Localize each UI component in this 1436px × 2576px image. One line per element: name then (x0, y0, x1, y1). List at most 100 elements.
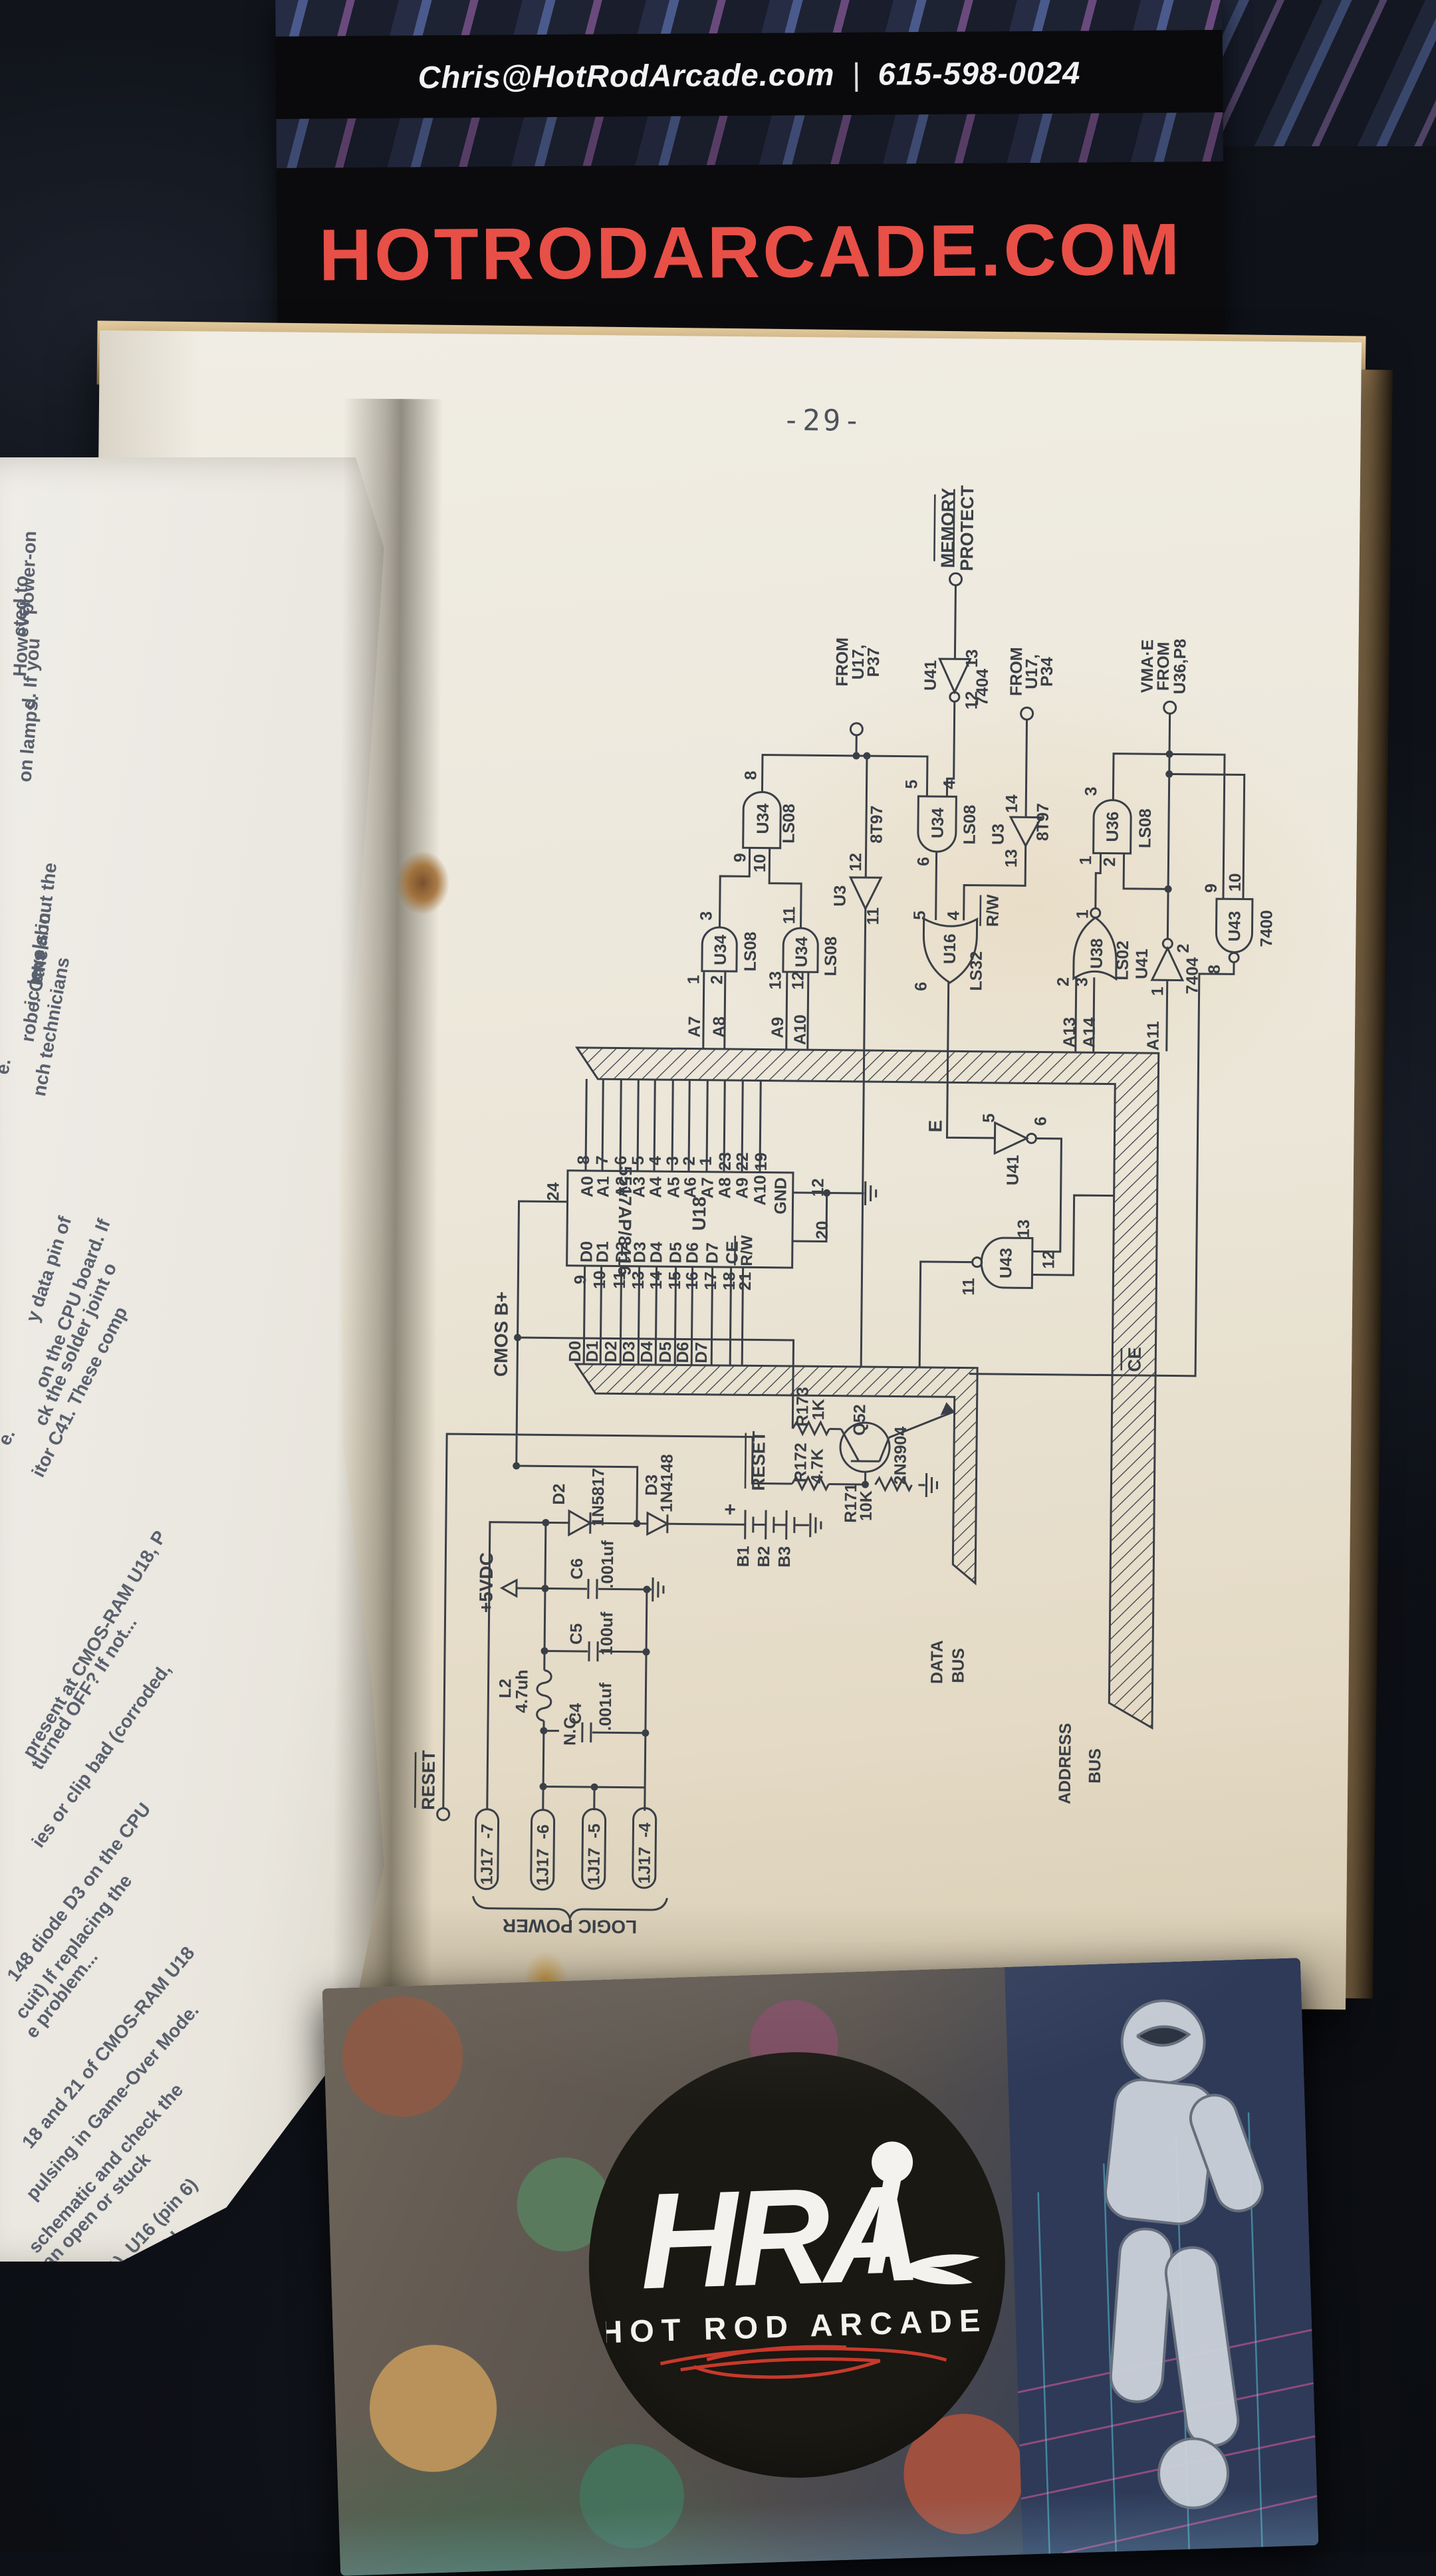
schematic-label: 5 (910, 911, 929, 920)
schematic-label: A8 (715, 1177, 734, 1199)
schematic-label: DATA (927, 1640, 947, 1684)
schematic-label: U38 (1088, 938, 1106, 969)
capacitor-c5 (589, 1641, 598, 1661)
schematic-label: Q52 (850, 1404, 869, 1436)
schematic-label: 1K (809, 1399, 828, 1420)
page-number: -29- (782, 404, 864, 438)
diode-d3 (648, 1513, 667, 1534)
schematic-label: 19 (752, 1153, 771, 1171)
schematic-label: LS08 (1136, 808, 1155, 848)
schematic-label: D4 (638, 1342, 656, 1363)
schematic-label: 10K (857, 1490, 876, 1521)
battery-b1 (745, 1510, 753, 1539)
schematic-label: RESET (418, 1750, 439, 1810)
schematic-label: D0 (566, 1341, 584, 1362)
schematic-label: A14 (1080, 1017, 1099, 1048)
schematic-label: 24 (544, 1182, 562, 1201)
schematic-label: 13 (1002, 849, 1020, 868)
schematic-label: GND (771, 1177, 790, 1215)
schematic-label: 1J17 (584, 1847, 604, 1885)
schematic-label: 1J17 (533, 1849, 552, 1886)
schematic-label: 1J17 (635, 1847, 654, 1884)
schematic-label: 6 (911, 982, 930, 991)
schematic-label: C5 (567, 1623, 586, 1645)
capacitor-c4 (582, 1722, 591, 1742)
schematic-label: 13 (963, 649, 981, 668)
schematic-label: 12 (846, 853, 865, 872)
burn-spot (396, 851, 449, 915)
robot-leg-a (1109, 2227, 1173, 2403)
schematic-label: 21 (736, 1272, 755, 1290)
schematic-label: A13 (1060, 1017, 1079, 1048)
hra-logo-badge: HRA HOT ROD ARCADE (582, 2046, 1012, 2484)
hra-logo: HRA HOT ROD ARCADE (600, 2119, 994, 2410)
schematic-label: 6 (1031, 1117, 1050, 1126)
logic-power-brace (473, 1896, 667, 1919)
schematic-label: 7400 (1257, 910, 1276, 947)
left-page-fragment: present at CMOS-RAM U18, P (19, 1527, 171, 1761)
schematic-label: 2 (707, 975, 726, 985)
robot-art-svg (1005, 1958, 1319, 2555)
schematic-label: D1 (593, 1241, 612, 1262)
schematic-label: A10 (751, 1175, 769, 1205)
schematic-label: 3 (1072, 977, 1091, 987)
schematic-label: 9 (1202, 883, 1221, 893)
schematic-label: LS08 (741, 931, 761, 971)
schematic-label: 13 (1015, 1219, 1033, 1238)
u43b-bubble (973, 1258, 982, 1267)
schematic-label: U16 (941, 933, 959, 964)
schematic-label: 12 (1039, 1250, 1058, 1269)
robot-helmet (1121, 2000, 1206, 2085)
schematic-label: LOGIC POWER (503, 1915, 638, 1937)
schematic-label: 7 (593, 1155, 612, 1165)
schematic-label: BUS (949, 1648, 968, 1683)
schematic-label: 12 (808, 1178, 827, 1197)
schematic-label: 14 (1003, 794, 1021, 813)
schematic-label: 4 (944, 911, 963, 920)
schematic-label: 23 (716, 1152, 735, 1171)
capacitor-c6 (588, 1579, 597, 1599)
schematic-label: 1N5817 (589, 1468, 608, 1526)
schematic-label: A9 (769, 1017, 787, 1038)
schematic-label: P37 (864, 647, 883, 677)
schematic-label: MEMORY (937, 488, 958, 568)
schematic-label: D3 (630, 1242, 649, 1263)
terminal-p37 (850, 723, 862, 735)
contact-separator: | (852, 55, 861, 92)
joystick-icon (864, 2141, 916, 2274)
schematic-label: A11 (1144, 1021, 1163, 1051)
schematic-label: 15 (665, 1271, 684, 1290)
schematic-label: D7 (692, 1342, 711, 1363)
schematic-label: 4.7uh (513, 1669, 532, 1713)
schematic-label: 7404 (1183, 957, 1202, 995)
contact-email: Chris@HotRodArcade.com (418, 56, 835, 95)
sticker-sheet: Chris@HotRodArcade.com | 615-598-0024 HO… (275, 0, 1225, 342)
schematic-label: 17 (701, 1272, 720, 1290)
schematic-label: 10 (590, 1270, 609, 1289)
schematic-label: 13 (629, 1271, 648, 1290)
schematic-label: D2 (612, 1241, 631, 1262)
schematic-label: 2 (1174, 944, 1193, 953)
schematic-label: +5VDC (475, 1552, 497, 1613)
schematic-label: 10 (751, 854, 769, 872)
hra-business-card: HRA HOT ROD ARCADE (322, 1958, 1318, 2576)
schematic-label: 8 (1205, 965, 1224, 974)
contact-phone: 615-598-0024 (878, 54, 1080, 92)
schematic-label: R/W (738, 1235, 756, 1266)
schematic-label: CE (1125, 1347, 1145, 1372)
battery-b3 (786, 1510, 794, 1540)
terminal-vma-e (1164, 701, 1176, 713)
schematic-label: U18 (689, 1197, 709, 1231)
schematic-label: 4 (940, 780, 959, 789)
schematic-label: D7 (703, 1242, 721, 1264)
schematic-label: 1 (697, 1157, 715, 1166)
schematic-label: D4 (647, 1242, 665, 1263)
robot-torso (1103, 2077, 1217, 2226)
flame-swoosh-icon (898, 2254, 981, 2286)
schematic-label: A9 (733, 1177, 751, 1199)
terminal-reset (437, 1808, 449, 1820)
schematic-label: 4 (646, 1156, 665, 1165)
robot-boot (1157, 2438, 1229, 2509)
schematic-label: 1 (684, 975, 703, 984)
